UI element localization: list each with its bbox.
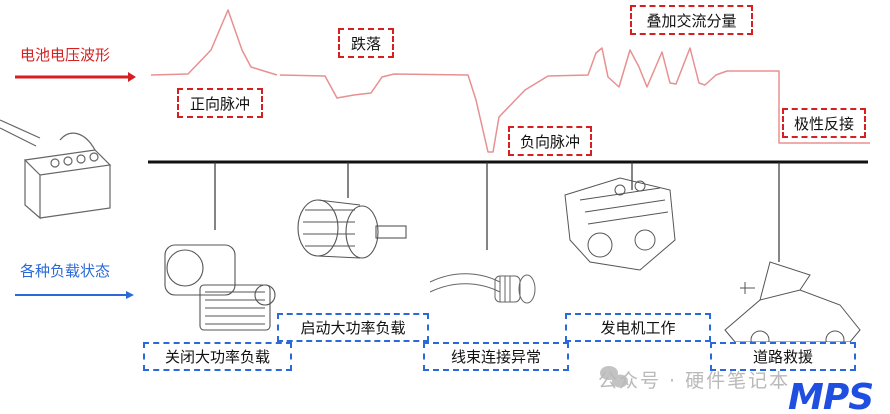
load-row-label: 各种负载状态 bbox=[20, 262, 111, 280]
label-reverse-polarity: 极性反接 bbox=[782, 108, 866, 138]
mps-logo: MPS bbox=[788, 377, 874, 414]
load-state-jump-start: 道路救援 bbox=[710, 342, 856, 371]
compressor-illustration bbox=[164, 244, 276, 331]
harness-connector-illustration bbox=[429, 273, 536, 304]
load-state-alternator: 发电机工作 bbox=[565, 313, 711, 342]
label-dropout: 跌落 bbox=[338, 28, 394, 58]
voltage-waveform-2 bbox=[279, 47, 870, 153]
label-negative-pulse: 负向脉冲 bbox=[508, 126, 592, 156]
load-state-shutdown-high-power: 关闭大功率负载 bbox=[143, 342, 292, 371]
label-ac-ripple: 叠加交流分量 bbox=[630, 5, 753, 35]
voltage-row-label: 电池电压波形 bbox=[20, 46, 111, 64]
voltage-arrow bbox=[15, 72, 136, 82]
voltage-waveform bbox=[150, 9, 278, 76]
car-illustration bbox=[724, 261, 861, 350]
battery-icon bbox=[0, 119, 112, 220]
motor-illustration bbox=[297, 199, 407, 259]
load-state-harness-fault: 线束连接异常 bbox=[423, 342, 569, 371]
watermark: 公众号 · 硬件笔记本 bbox=[598, 370, 791, 392]
wechat-icon bbox=[600, 366, 628, 388]
engine-illustration bbox=[564, 177, 676, 271]
timeline-ticks bbox=[214, 162, 780, 262]
label-positive-pulse: 正向脉冲 bbox=[177, 88, 263, 118]
load-arrow bbox=[15, 291, 134, 299]
load-state-start-high-power: 启动大功率负载 bbox=[277, 313, 429, 342]
